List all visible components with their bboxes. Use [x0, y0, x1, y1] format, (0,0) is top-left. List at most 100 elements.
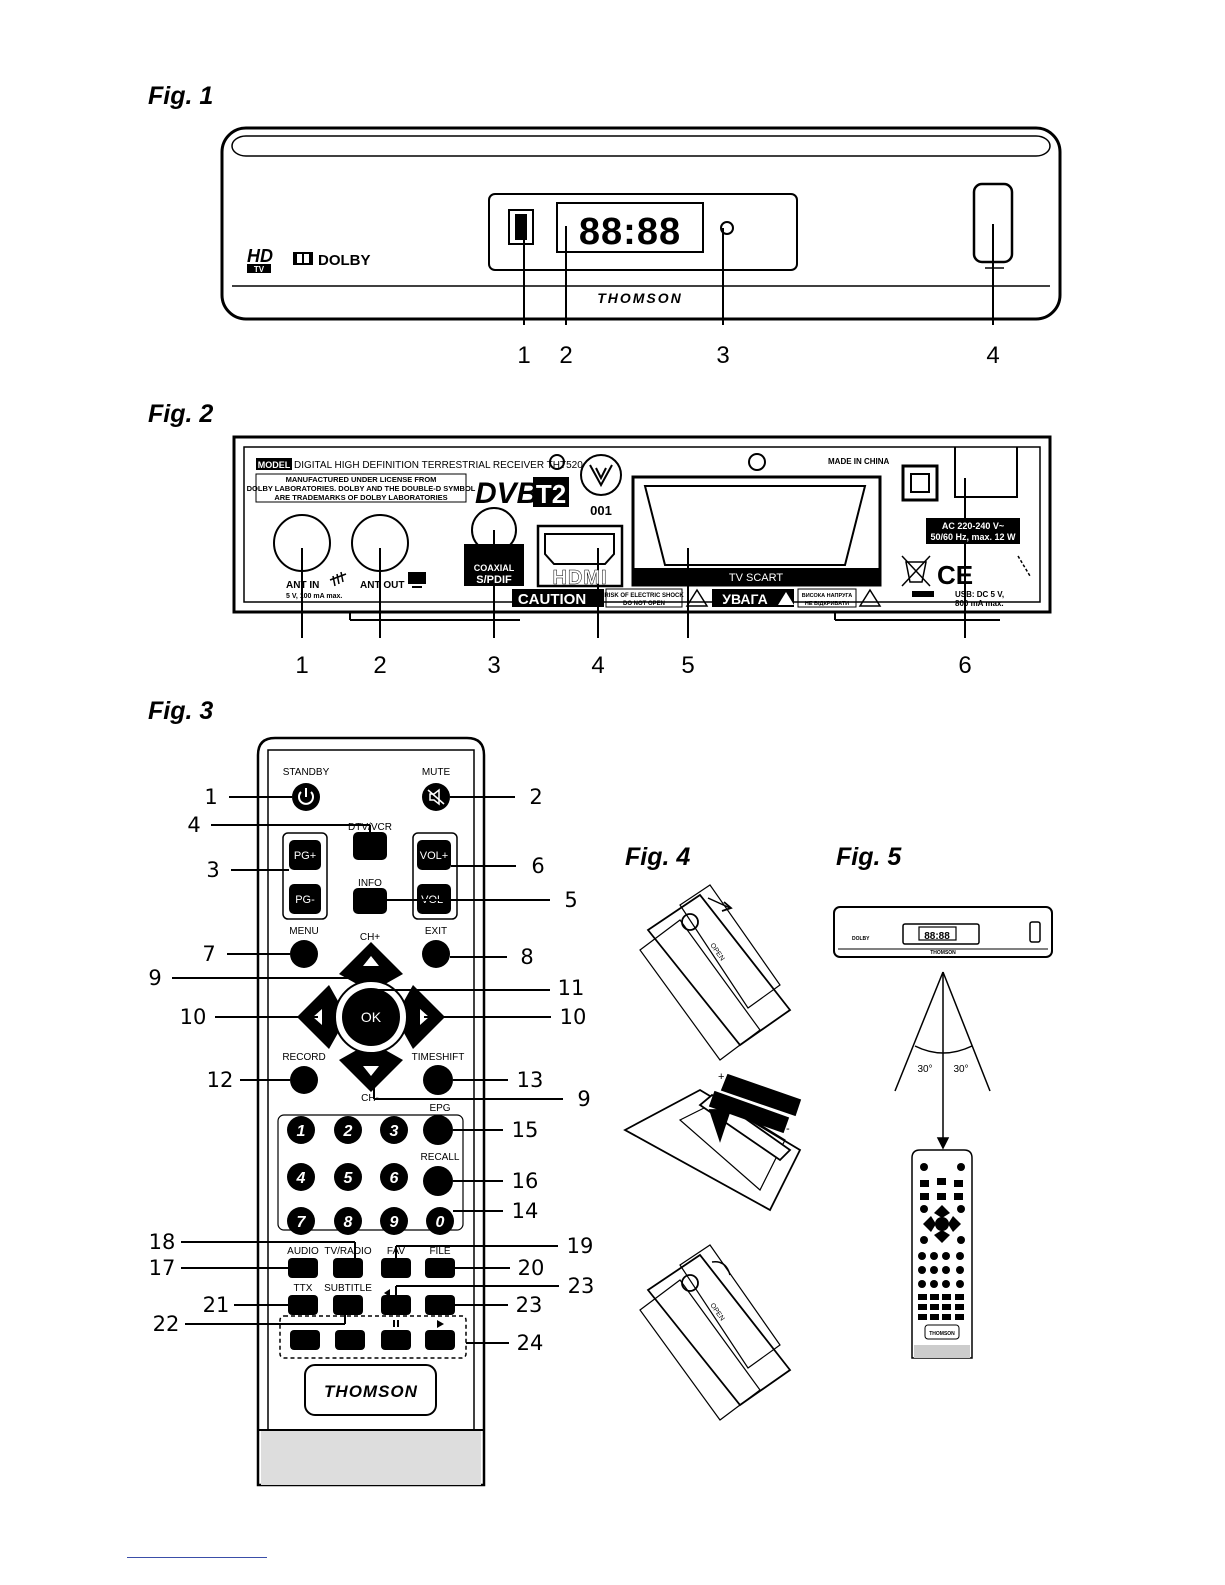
recall-button[interactable] — [423, 1166, 453, 1196]
fig1-brand-logo: THOMSON — [597, 290, 683, 306]
dvb-logo-text: DVB — [475, 477, 538, 510]
digit-6-label: 6 — [390, 1170, 399, 1187]
uvaga-line-1: ВИСОКА НАПРУГА — [802, 593, 853, 599]
digit-5-button[interactable] — [334, 1163, 362, 1191]
epg-button[interactable] — [423, 1115, 453, 1145]
ant-out-label: ANT OUT — [360, 580, 404, 591]
fig3-callout-7: 7 — [202, 942, 216, 966]
hd-tv-logo: HD TV — [247, 246, 273, 274]
digit-4-button[interactable] — [287, 1163, 315, 1191]
forward-button[interactable] — [425, 1295, 455, 1315]
fig3-callout-20: 20 — [517, 1256, 545, 1280]
pg-minus-label: PG- — [295, 894, 315, 906]
risk-line-1: RISK OF ELECTRIC SHOCK — [604, 593, 684, 599]
digit-0-button[interactable] — [426, 1207, 454, 1235]
fig3-callout-12: 12 — [206, 1068, 234, 1092]
digit-9-button[interactable] — [380, 1207, 408, 1235]
subtitle-label: SUBTITLE — [324, 1283, 372, 1294]
down-arrow-icon — [363, 1066, 379, 1076]
pg-plus-button[interactable] — [289, 840, 321, 870]
footer-link-underline — [127, 1557, 267, 1558]
shock-warning-icon — [685, 588, 709, 607]
digit-2-label: 2 — [343, 1123, 353, 1140]
epg-label: EPG — [429, 1103, 450, 1114]
model-text: DIGITAL HIGH DEFINITION TERRESTRIAL RECE… — [294, 460, 583, 471]
digit-1-button[interactable] — [287, 1116, 315, 1144]
digit-2-button[interactable] — [334, 1116, 362, 1144]
digit-1-label: 1 — [297, 1123, 306, 1140]
fig4-minus-sign: - — [786, 1123, 790, 1135]
fig3-callout-5: 5 — [564, 888, 578, 912]
subtitle-button[interactable] — [333, 1295, 363, 1315]
pause-icon — [393, 1320, 395, 1327]
pause-button[interactable] — [381, 1330, 411, 1350]
timeshift-button[interactable] — [423, 1065, 453, 1095]
ttx-label: TTX — [294, 1283, 313, 1294]
fig2-callout-4: 4 — [591, 652, 605, 679]
stop-button[interactable] — [290, 1330, 320, 1350]
coaxial-block: COAXIAL S/PDIF — [464, 544, 524, 586]
fig4-battery-steps — [623, 884, 802, 1421]
fig3-callout-18: 18 — [148, 1230, 176, 1254]
ac-rating-block: AC 220-240 V~ 50/60 Hz, max. 12 W — [926, 518, 1020, 544]
ant-in-label: ANT IN — [286, 580, 319, 591]
fig5-range-diagram — [894, 971, 991, 1150]
power-icon — [298, 788, 314, 805]
fig5-angle-right: 30° — [953, 1064, 968, 1075]
exit-button[interactable] — [422, 940, 450, 968]
tv-icon — [408, 572, 426, 588]
ac-line-1: AC 220-240 V~ — [942, 521, 1004, 531]
license-line-3: ARE TRADEMARKS OF DOLBY LABORATORIES — [274, 493, 447, 502]
fig3-callout-16: 16 — [511, 1169, 539, 1193]
fig5-remote-buttons — [918, 1163, 965, 1320]
file-button[interactable] — [425, 1258, 455, 1278]
audio-button[interactable] — [288, 1258, 318, 1278]
fig3-callout-10b: 10 — [559, 1005, 587, 1029]
fig2-callout-1: 1 — [295, 652, 309, 679]
fav-button[interactable] — [381, 1258, 411, 1278]
ok-button[interactable] — [342, 988, 400, 1046]
ch-plus-button[interactable] — [339, 942, 403, 992]
digit-7-button[interactable] — [287, 1207, 315, 1235]
hdmi-logo: HDMI — [552, 567, 607, 589]
vol-plus-button[interactable] — [417, 840, 451, 870]
fig3-callout-23b: 23 — [515, 1293, 543, 1317]
usb-line-1: USB: DC 5 V, — [955, 590, 1004, 599]
record-media-button[interactable] — [335, 1330, 365, 1350]
pg-minus-button[interactable] — [289, 884, 321, 914]
dolby-logo-text: DOLBY — [318, 252, 371, 269]
fig3-leader-lines — [172, 796, 563, 1344]
digit-7-label: 7 — [297, 1214, 307, 1231]
fig2-title: Fig. 2 — [148, 400, 214, 428]
play-button[interactable] — [425, 1330, 455, 1350]
fig5-remote-mini — [911, 1149, 973, 1359]
file-label: FILE — [429, 1246, 450, 1257]
digit-0-label: 0 — [436, 1214, 445, 1231]
remote-control-body — [256, 736, 486, 1487]
record-label: RECORD — [282, 1052, 325, 1063]
digit-3-button[interactable] — [380, 1116, 408, 1144]
fig3-callout-24: 24 — [516, 1331, 544, 1355]
caution-label: CAUTION — [518, 591, 586, 608]
fig1-title: Fig. 1 — [148, 82, 214, 110]
ant-in-spec: 5 V, 100 mA max. — [286, 593, 342, 600]
fig2-callout-2: 2 — [373, 652, 387, 679]
tv-radio-button[interactable] — [333, 1258, 363, 1278]
uvaga-label: УВАГА — [722, 591, 767, 607]
record-button[interactable] — [290, 1066, 318, 1094]
fig1-callout-4: 4 — [986, 342, 1000, 369]
voltage-warning-icon — [858, 588, 882, 607]
rewind-button[interactable] — [381, 1295, 411, 1315]
fig2-callout-6: 6 — [958, 652, 972, 679]
fig3-callout-1: 1 — [204, 785, 218, 809]
license-line-2: DOLBY LABORATORIES. DOLBY AND THE DOUBLE… — [247, 484, 476, 493]
digit-6-button[interactable] — [380, 1163, 408, 1191]
ch-plus-label: CH+ — [360, 932, 380, 943]
ttx-button[interactable] — [288, 1295, 318, 1315]
tv-logo-text: TV — [254, 265, 265, 274]
info-label: INFO — [358, 878, 382, 889]
menu-button[interactable] — [290, 940, 318, 968]
digit-3-label: 3 — [390, 1123, 399, 1140]
digit-8-button[interactable] — [334, 1207, 362, 1235]
made-in-label: MADE IN CHINA — [828, 457, 890, 466]
